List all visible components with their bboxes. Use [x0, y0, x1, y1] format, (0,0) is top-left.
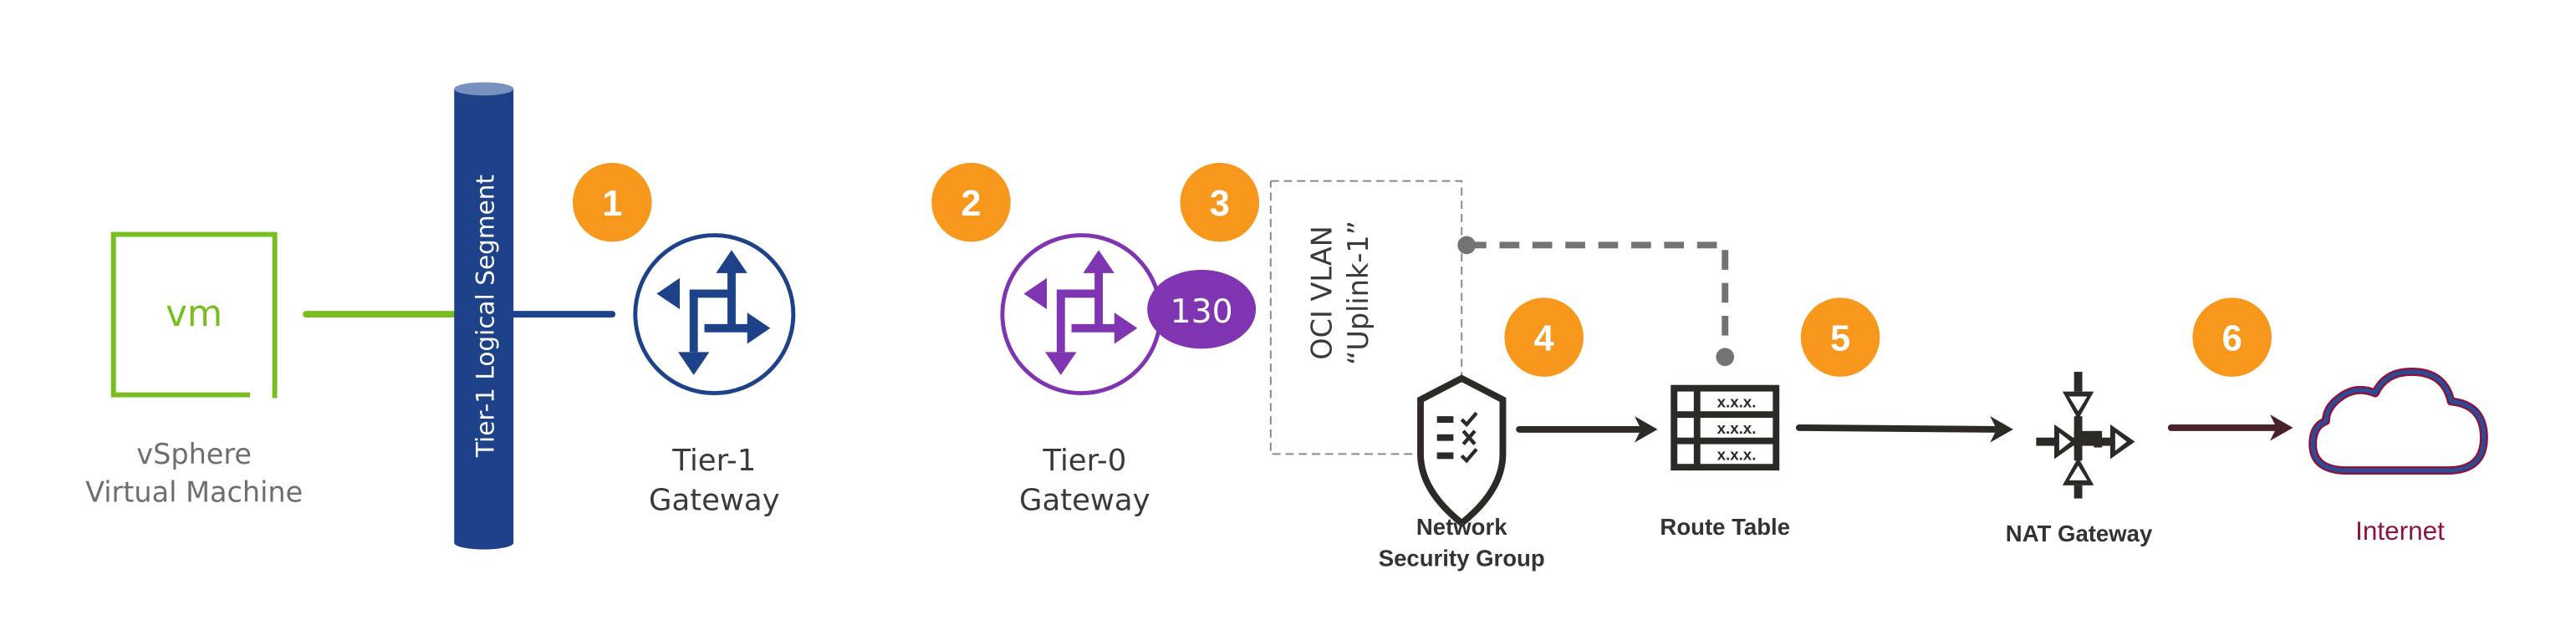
vm-label-line1: vSphere — [136, 438, 252, 470]
route-table-to-nat-arrow — [1795, 416, 2013, 443]
nsg-label-line2: Security Group — [1379, 545, 1545, 571]
oci-vlan-line1: OCI VLAN — [1306, 226, 1339, 359]
nat-gateway-label: NAT Gateway — [2006, 521, 2153, 546]
route-table: x.x.x. x.x.x. x.x.x. Route Table — [1660, 384, 1790, 540]
step-badge-6: 6 — [2192, 297, 2272, 377]
step-number: 2 — [961, 184, 981, 224]
nsg-to-route-table-arrow — [1516, 416, 1658, 443]
nsg-label-line1: Network — [1416, 514, 1507, 540]
vm-label-line2: Virtual Machine — [85, 476, 303, 509]
step-number: 1 — [602, 184, 622, 224]
tier0-label-line1: Tier-0 — [1042, 444, 1126, 478]
step-number: 3 — [1210, 184, 1230, 224]
step-number: 4 — [1534, 318, 1554, 358]
segment-top-cap — [454, 82, 514, 96]
vlan-tag-text: 130 — [1171, 292, 1233, 331]
step-badge-1: 1 — [573, 162, 652, 242]
vm-icon — [110, 231, 278, 399]
vlan-route-table-association — [1457, 236, 1735, 367]
step-badge-5: 5 — [1800, 297, 1880, 377]
tier0-gateway: 130 Tier-0 Gateway — [1000, 233, 1257, 517]
tier1-label-line2: Gateway — [649, 483, 780, 517]
tier1-label-line1: Tier-1 — [671, 444, 756, 478]
tier1-logical-segment: Tier-1 Logical Segment — [454, 82, 514, 550]
cloud-icon — [2308, 368, 2488, 475]
network-security-group: Network Security Group — [1379, 374, 1545, 571]
vm-node: vm vSphere Virtual Machine — [85, 231, 303, 509]
shield-icon — [1417, 374, 1507, 528]
internet-label: Internet — [2355, 516, 2445, 546]
step-number: 5 — [1830, 318, 1850, 358]
step-badge-3: 3 — [1180, 162, 1260, 242]
vlan-tag-badge: 130 — [1147, 269, 1257, 349]
nat-gateway-icon — [2036, 371, 2135, 499]
router-icon — [633, 233, 796, 396]
tier1-gateway: Tier-1 Gateway — [633, 233, 796, 517]
nat-gateway: NAT Gateway — [2006, 371, 2153, 546]
route-table-icon: x.x.x. x.x.x. x.x.x. — [1671, 384, 1780, 471]
oci-vlan-box: OCI VLAN “Uplink-1” — [1269, 180, 1463, 455]
nat-to-internet-arrow — [2167, 414, 2293, 441]
segment-label: Tier-1 Logical Segment — [472, 175, 500, 458]
step-badge-2: 2 — [931, 162, 1011, 242]
oci-vlan-line2: “Uplink-1” — [1342, 221, 1375, 365]
step-badge-4: 4 — [1504, 297, 1584, 377]
vm-icon-text: vm — [166, 293, 222, 335]
step-number: 6 — [2222, 318, 2242, 358]
route-entry: x.x.x. — [1717, 419, 1757, 437]
route-entry: x.x.x. — [1717, 445, 1757, 463]
internet: Internet — [2308, 368, 2488, 546]
router-icon — [1000, 233, 1163, 396]
tier0-label-line2: Gateway — [1019, 483, 1150, 517]
route-table-label: Route Table — [1660, 514, 1790, 540]
route-entry: x.x.x. — [1717, 393, 1757, 410]
